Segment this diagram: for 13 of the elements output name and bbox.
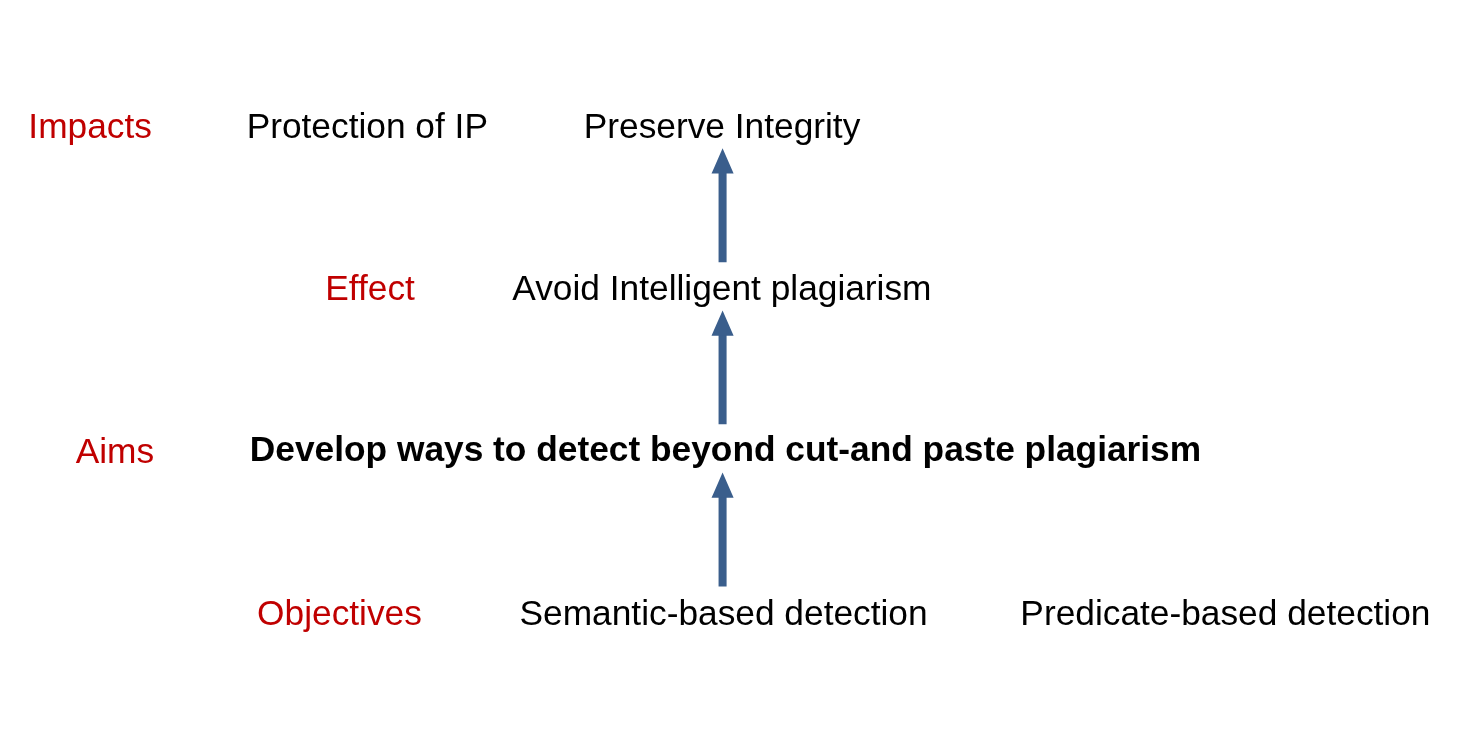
label: Objectives xyxy=(257,592,422,632)
node-text: Avoid Intelligent plagiarism xyxy=(512,267,932,307)
label: Effect xyxy=(325,267,415,307)
label: Aims xyxy=(75,430,155,470)
node-text: Semantic-based detection xyxy=(519,592,928,632)
label: Impacts xyxy=(28,105,152,145)
arrow xyxy=(711,147,734,262)
node-text: Predicate-based detection xyxy=(1020,592,1431,632)
node-text: Preserve Integrity xyxy=(583,105,861,145)
arrow xyxy=(711,472,734,586)
node-text: Protection of IP xyxy=(246,105,488,145)
arrow xyxy=(711,309,734,424)
node-text: Develop ways to detect beyond cut-and paste plagiarism xyxy=(249,428,1202,468)
